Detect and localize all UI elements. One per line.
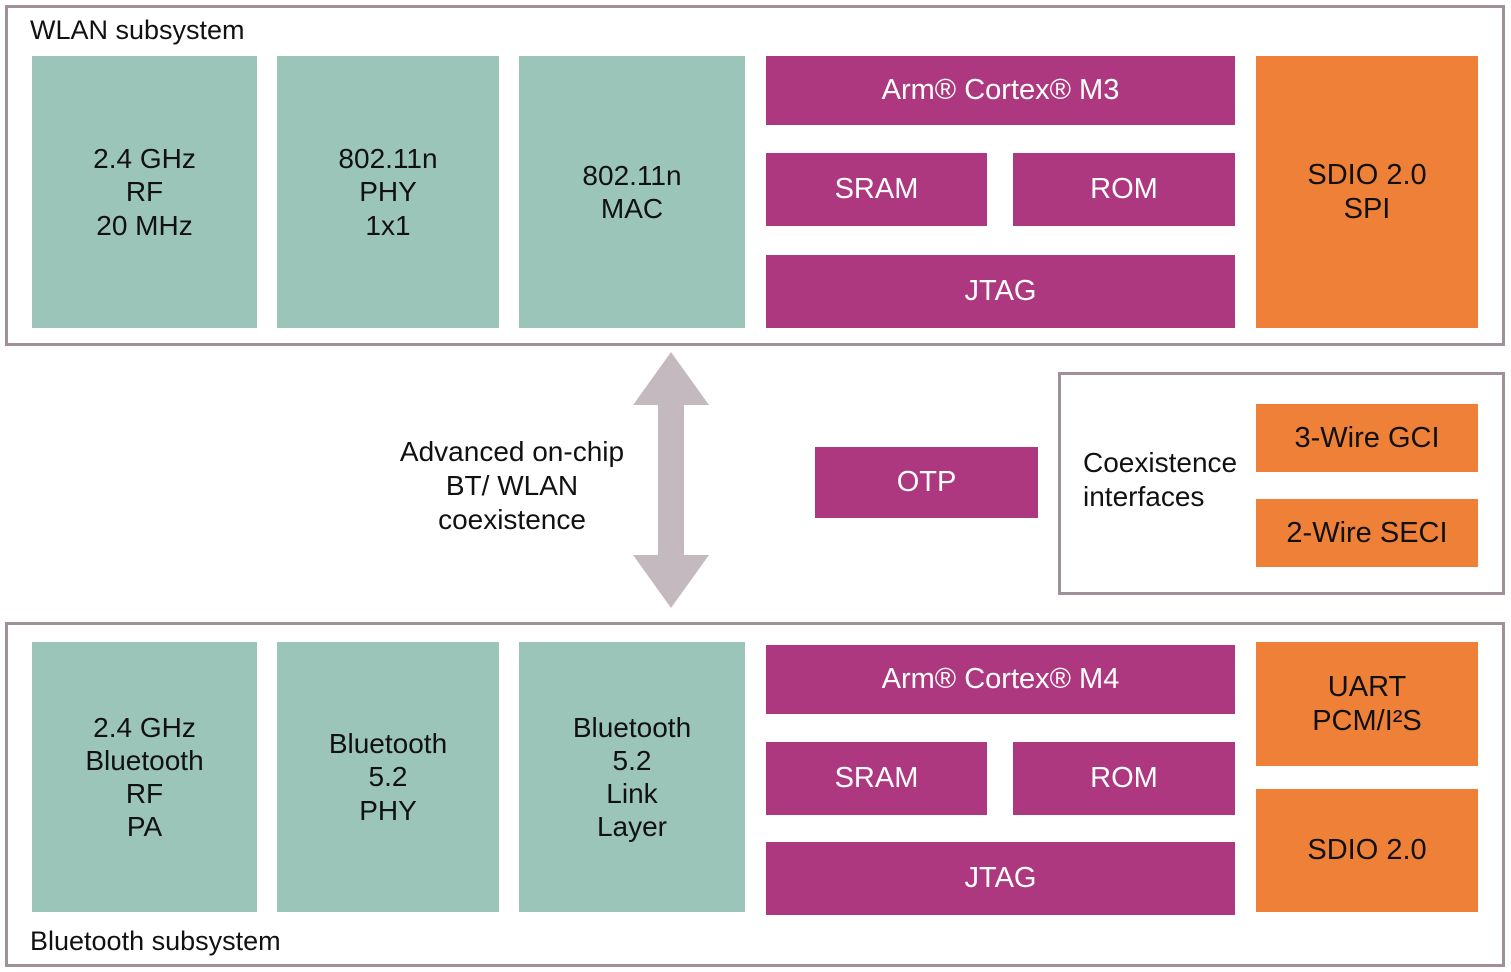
coexistence-gci-block: 3-Wire GCI — [1256, 404, 1478, 472]
wlan-cpu-block: Arm® Cortex® M3 — [766, 56, 1235, 125]
wlan-sram-block: SRAM — [766, 153, 987, 226]
double-arrow-icon — [633, 352, 709, 608]
bluetooth-phy-block: Bluetooth 5.2 PHY — [277, 642, 499, 912]
wlan-subsystem-label: WLAN subsystem — [30, 15, 245, 45]
wlan-phy-block: 802.11n PHY 1x1 — [277, 56, 499, 328]
bluetooth-cpu-block: Arm® Cortex® M4 — [766, 645, 1235, 714]
wlan-rf-block: 2.4 GHz RF 20 MHz — [32, 56, 257, 328]
bluetooth-link-layer-block: Bluetooth 5.2 Link Layer — [519, 642, 745, 912]
wlan-jtag-block: JTAG — [766, 255, 1235, 328]
bluetooth-uart-block: UART PCM/I²S — [1256, 642, 1478, 766]
coexistence-note-text: Advanced on-chip BT/ WLAN coexistence — [399, 436, 625, 536]
bluetooth-sram-block: SRAM — [766, 742, 987, 815]
bluetooth-rf-block: 2.4 GHz Bluetooth RF PA — [32, 642, 257, 912]
wlan-mac-block: 802.11n MAC — [519, 56, 745, 328]
wlan-rom-block: ROM — [1013, 153, 1235, 226]
bluetooth-subsystem-label: Bluetooth subsystem — [30, 926, 281, 956]
wlan-host-interface-block: SDIO 2.0 SPI — [1256, 56, 1478, 328]
bluetooth-sdio-block: SDIO 2.0 — [1256, 789, 1478, 912]
coexistence-seci-block: 2-Wire SECI — [1256, 499, 1478, 567]
otp-block: OTP — [815, 447, 1038, 518]
coexistence-interfaces-label: Coexistence interfaces — [1083, 447, 1238, 513]
bt-wlan-coexistence-arrow — [631, 350, 711, 610]
bluetooth-jtag-block: JTAG — [766, 842, 1235, 915]
bluetooth-rom-block: ROM — [1013, 742, 1235, 815]
